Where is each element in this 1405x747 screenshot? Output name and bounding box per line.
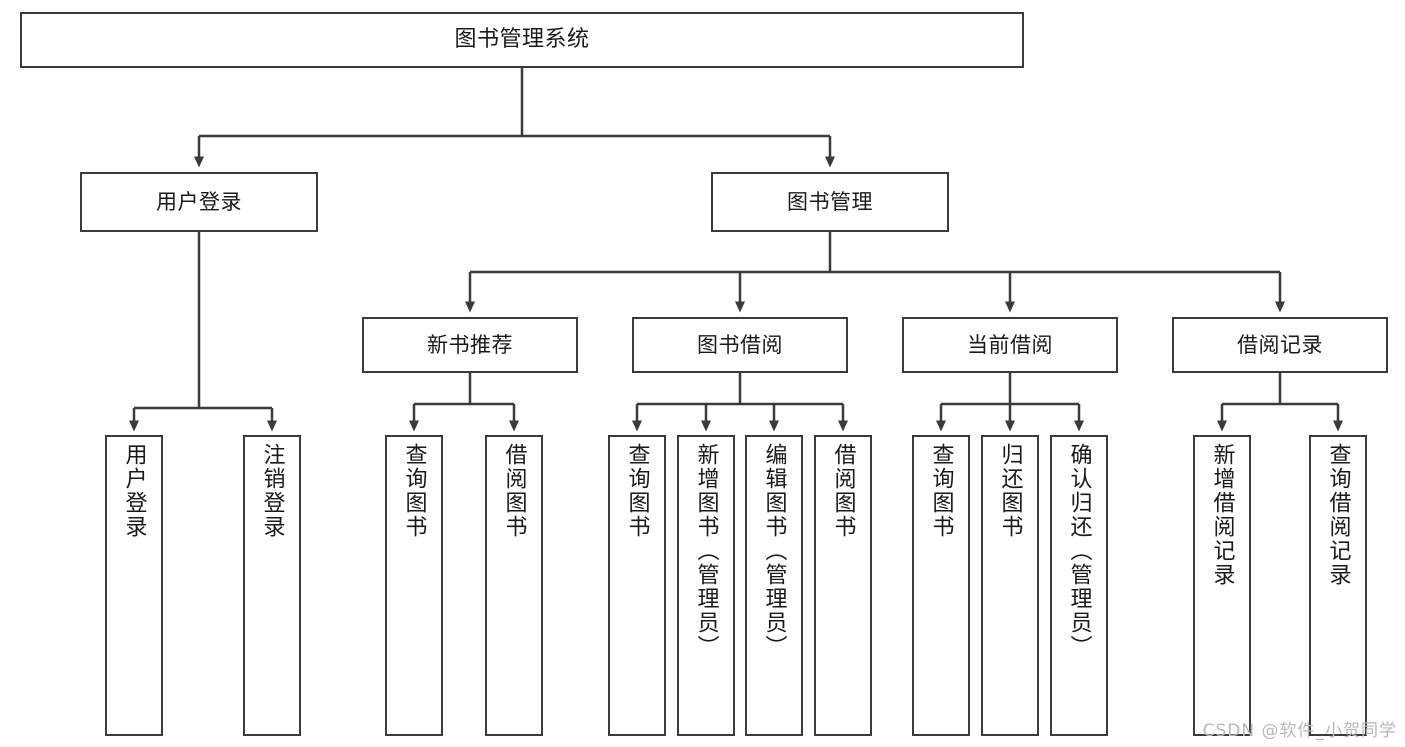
node-label: 确认归还（管理员） [1066,443,1092,659]
node-current-borrow[interactable]: 当前借阅 [902,317,1118,373]
edge-borrow-record-to-leaves [1217,373,1343,432]
node-label: 注销登录 [259,443,285,539]
edge-user-login-to-leaves [129,232,277,432]
node-label: 借阅图书 [501,443,527,539]
leaf-borrow-record-add[interactable]: 新增借阅记录 [1193,435,1251,736]
edge-root-to-level2 [194,68,835,168]
node-user-login[interactable]: 用户登录 [80,172,318,232]
node-label: 新书推荐 [427,332,513,357]
leaf-book-borrow-borrow[interactable]: 借阅图书 [814,435,872,736]
node-label: 查询图书 [401,443,427,539]
leaf-user-login-login[interactable]: 用户登录 [105,435,163,736]
node-label: 新增借阅记录 [1209,443,1235,587]
node-label: 查询借阅记录 [1325,443,1351,587]
node-book-management[interactable]: 图书管理 [711,172,949,232]
edge-current-borrow-to-leaves [936,373,1084,432]
leaf-new-book-query[interactable]: 查询图书 [385,435,443,736]
node-book-borrow[interactable]: 图书借阅 [632,317,848,373]
edge-new-book-to-leaves [409,373,519,432]
node-label: 当前借阅 [967,332,1053,357]
node-borrow-record[interactable]: 借阅记录 [1172,317,1388,373]
node-label: 编辑图书（管理员） [761,443,787,659]
node-label: 图书管理 [787,189,873,214]
node-label: 用户登录 [156,189,242,214]
leaf-current-borrow-return[interactable]: 归还图书 [981,435,1039,736]
node-label: 借阅图书 [830,443,856,539]
node-label: 用户登录 [121,443,147,539]
node-label: 查询图书 [624,443,650,539]
node-label: 归还图书 [997,443,1023,539]
leaf-new-book-borrow[interactable]: 借阅图书 [485,435,543,736]
leaf-borrow-record-query[interactable]: 查询借阅记录 [1309,435,1367,736]
node-label: 图书管理系统 [454,27,590,52]
edge-book-mgmt-to-level3 [465,232,1285,313]
node-root-system[interactable]: 图书管理系统 [20,12,1024,68]
node-label: 图书借阅 [697,332,783,357]
node-label: 借阅记录 [1237,332,1323,357]
leaf-book-borrow-add[interactable]: 新增图书（管理员） [677,435,735,736]
edge-book-borrow-to-leaves [632,373,848,432]
node-label: 新增图书（管理员） [693,443,719,659]
leaf-current-borrow-confirm-return[interactable]: 确认归还（管理员） [1050,435,1108,736]
leaf-current-borrow-query[interactable]: 查询图书 [912,435,970,736]
leaf-user-login-logout[interactable]: 注销登录 [243,435,301,736]
leaf-book-borrow-edit[interactable]: 编辑图书（管理员） [745,435,803,736]
leaf-book-borrow-query[interactable]: 查询图书 [608,435,666,736]
node-label: 查询图书 [928,443,954,539]
node-new-book-recommend[interactable]: 新书推荐 [362,317,578,373]
watermark: CSDN @软件_小贺同学 [1202,721,1397,741]
